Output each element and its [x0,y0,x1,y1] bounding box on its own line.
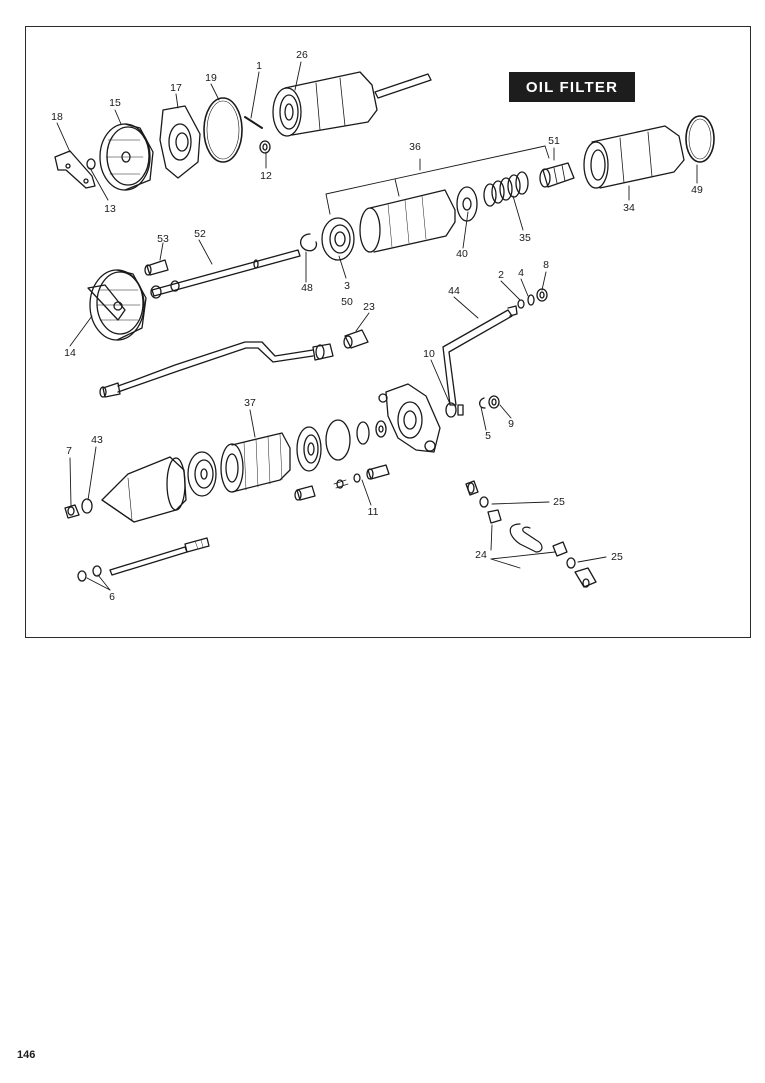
part-35-spring [483,171,529,207]
callout-label: 23 [363,301,375,313]
callout-label: 44 [448,285,460,297]
filter-bowl [101,456,187,523]
part-17-plate [159,105,201,179]
callout-label: 34 [623,202,635,214]
callout-label: 13 [104,203,116,215]
part-19-ring [203,97,243,163]
callout-label: 12 [260,170,272,182]
callout-label: 5 [485,430,491,442]
part-15-cover [99,123,154,191]
callout-label: 17 [170,82,182,94]
part-52-rod [150,249,301,299]
washer-small [375,420,387,438]
part-48-clip [300,233,318,252]
callout-label: 43 [91,434,103,446]
adapter-casting [378,383,441,453]
part-8-nut [536,288,548,302]
o-ring-large [325,419,351,461]
callout-label: 7 [66,445,72,457]
part-34-housing [583,125,685,189]
page-number: 146 [17,1049,36,1061]
part-53-fitting [144,259,169,276]
callout-label: 9 [508,418,514,430]
callout-label: 36 [409,141,421,153]
part-5-clip [478,397,486,409]
part-23-fitting [343,329,369,349]
part-1-pin [244,116,263,129]
part-6-nuts [77,565,102,582]
part-3-seal [321,217,355,261]
part-49-ring [685,115,715,163]
part-37-element [220,432,291,493]
callout-label: 50 [341,296,353,308]
bottom-disc [187,451,217,497]
part-11-bolts [294,464,390,501]
callout-label: 6 [109,591,115,603]
part-51-valve [539,162,575,188]
long-stud [109,537,210,576]
callout-label: 48 [301,282,313,294]
callout-label: 26 [296,49,308,61]
diagram-title: OIL FILTER [509,72,635,102]
o-ring-small [356,421,370,445]
oil-line [99,341,334,398]
part-7-nut [64,504,80,519]
part-26-element [272,71,432,137]
callout-label: 37 [244,397,256,409]
callout-label: 15 [109,97,121,109]
part-40-washer [456,186,478,222]
callout-label: 11 [367,506,379,518]
part-10-nut [445,402,464,418]
callout-label: 35 [519,232,531,244]
callout-label: 1 [256,60,262,72]
callout-label: 52 [194,228,206,240]
callout-label: 24 [475,549,487,561]
part-36-cartridge [359,189,456,253]
callout-label: 10 [423,348,435,360]
callout-label: 8 [543,259,549,271]
part-9-nut [488,395,500,409]
part-18-bracket [54,150,96,189]
part-43-washer [81,498,93,514]
bracket-36 [325,145,550,215]
part-4-washer [527,294,535,306]
callout-label: 3 [344,280,350,292]
part-12-nut [259,140,271,154]
part-14-cover [87,269,147,341]
fittings-24-25 [465,480,597,588]
leader-lines [56,61,698,591]
seal-disc [296,426,322,472]
callout-label: 51 [548,135,560,147]
callout-label: 18 [51,111,63,123]
diagram-frame [25,26,751,638]
callout-label: 4 [518,267,524,279]
callout-label: 2 [498,269,504,281]
callout-label: 25 [611,551,623,563]
part-2-washer [517,299,525,309]
part-44-line [442,305,518,406]
callout-label: 53 [157,233,169,245]
callout-label: 19 [205,72,217,84]
callout-label: 49 [691,184,703,196]
callout-label: 14 [64,347,76,359]
callout-label: 40 [456,248,468,260]
callout-label: 25 [553,496,565,508]
part-13-ring [86,158,96,170]
